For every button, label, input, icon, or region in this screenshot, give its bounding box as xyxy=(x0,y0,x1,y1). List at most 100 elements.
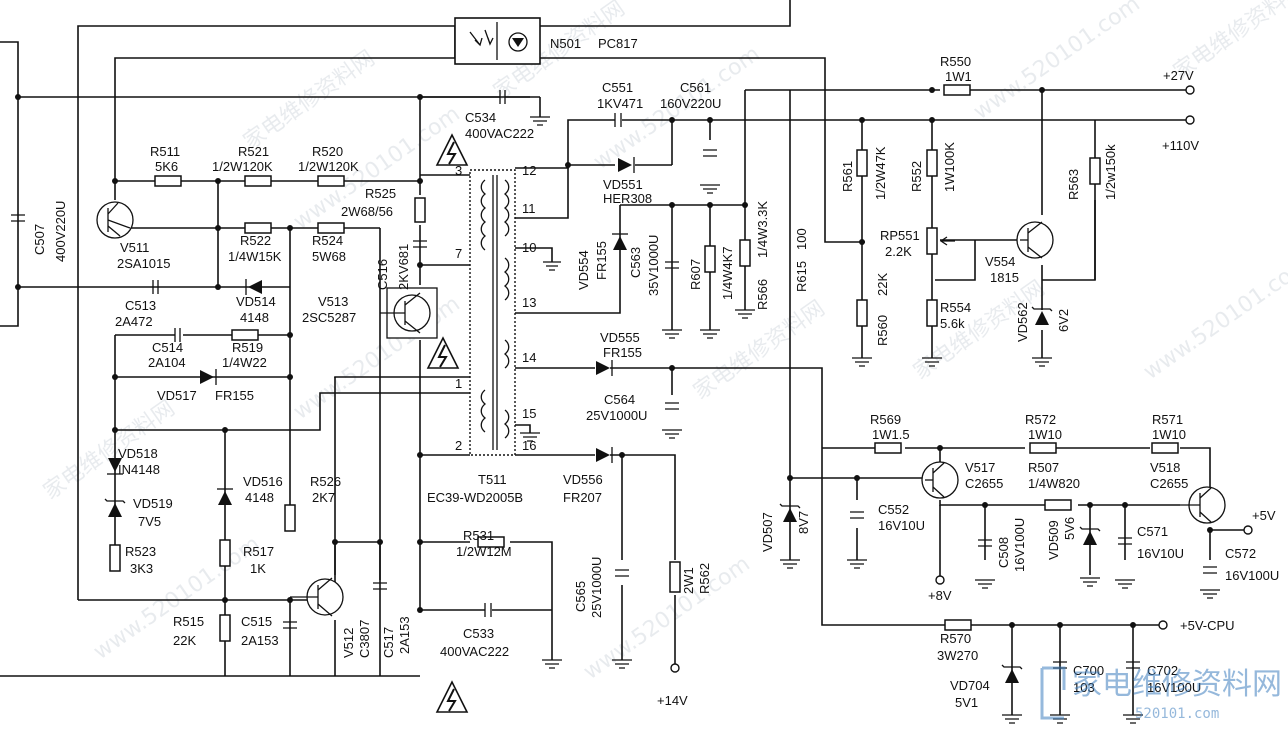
label-c516v: 2KV681 xyxy=(396,244,411,290)
component-labels: N501 PC817 R550 1W1 +27V +110V C551 1KV4… xyxy=(32,36,1279,710)
label-r569v: 1W1.5 xyxy=(872,427,910,442)
label-r571: R571 xyxy=(1152,412,1183,427)
capacitor-c551 xyxy=(614,113,622,127)
label-vd509: VD509 xyxy=(1046,520,1061,560)
resistor-r524 xyxy=(317,222,345,234)
label-vd554v: FR155 xyxy=(594,241,609,280)
label-c534: C534 xyxy=(465,110,496,125)
label-c551: C551 xyxy=(602,80,633,95)
label-r524v: 5W68 xyxy=(312,249,346,264)
optocoupler-n501 xyxy=(454,17,541,65)
label-r552: R552 xyxy=(909,161,924,192)
label-c571: C571 xyxy=(1137,524,1168,539)
label-r552v: 1W100K xyxy=(942,142,957,192)
resistor-r552 xyxy=(926,149,938,177)
label-c517: C517 xyxy=(381,627,396,658)
resistor-r569 xyxy=(874,442,902,454)
transistor-v518 xyxy=(1180,486,1226,524)
label-r525v: 2W68/56 xyxy=(341,204,393,219)
transformer-t511 xyxy=(469,169,516,456)
label-vd556: VD556 xyxy=(563,472,603,487)
transistors xyxy=(96,201,1226,617)
label-r523v: 3K3 xyxy=(130,561,153,576)
label-v513: V513 xyxy=(318,294,348,309)
label-c572: C572 xyxy=(1225,546,1256,561)
label-n501: N501 xyxy=(550,36,581,51)
label-vd562: VD562 xyxy=(1015,302,1030,342)
label-vd516v: 4148 xyxy=(245,490,274,505)
label-14v: +14V xyxy=(657,693,688,708)
label-c508v: 16V100U xyxy=(1012,518,1027,572)
terminals xyxy=(670,85,1253,673)
site-logo: 家电维修资料网 520101.com xyxy=(1040,666,1282,722)
label-r526v: 2K7 xyxy=(312,490,335,505)
label-r520: R520 xyxy=(312,144,343,159)
label-v517: V517 xyxy=(965,460,995,475)
resistor-r531 xyxy=(477,536,505,548)
resistor-r520 xyxy=(317,175,345,187)
label-vd507v: 8V7 xyxy=(796,511,811,534)
label-c533: C533 xyxy=(463,626,494,641)
watermark-text: 家电维修资料网 xyxy=(39,396,180,505)
capacitor-c565 xyxy=(615,569,629,577)
label-r522: R522 xyxy=(240,233,271,248)
resistor-r526 xyxy=(284,504,296,532)
label-r531v: 1/2W12M xyxy=(456,544,512,559)
watermark-url: www.520101.com xyxy=(969,0,1145,125)
label-c551v: 1KV471 xyxy=(597,96,643,111)
label-pin15: 15 xyxy=(522,406,536,421)
transformer-pin-labels: 12 11 10 13 14 15 16 3 7 1 2 xyxy=(455,163,536,453)
label-pin7: 7 xyxy=(455,246,462,261)
label-r572v: 1W10 xyxy=(1028,427,1062,442)
ground-symbols xyxy=(520,116,1220,724)
label-r563v: 1/2w150k xyxy=(1103,144,1118,200)
label-v554: V554 xyxy=(985,254,1015,269)
label-8v: +8V xyxy=(928,588,952,603)
label-r507v: 1/4W820 xyxy=(1028,476,1080,491)
label-pin10: 10 xyxy=(522,240,536,255)
resistor-r570 xyxy=(944,619,972,631)
resistor-r525 xyxy=(414,197,426,223)
label-c700v: 103 xyxy=(1073,680,1095,695)
label-vd514v: 4148 xyxy=(240,310,269,325)
diode-vd551 xyxy=(618,157,635,173)
label-r572: R572 xyxy=(1025,412,1056,427)
watermark-url: www.520101.com xyxy=(579,551,755,684)
diode-vd514 xyxy=(245,279,262,295)
terminal-110v xyxy=(1185,115,1195,125)
label-pc817: PC817 xyxy=(598,36,638,51)
label-r615: R615 xyxy=(794,261,809,292)
label-r520v: 1/2W120K xyxy=(298,159,359,174)
label-c702: C702 xyxy=(1147,663,1178,678)
logo-text-cn: 家电维修资料网 xyxy=(1072,667,1282,702)
label-v518: V518 xyxy=(1150,460,1180,475)
transistor-v513 xyxy=(380,287,438,339)
transistor-v511 xyxy=(96,201,134,239)
label-r569: R569 xyxy=(870,412,901,427)
capacitor-c515 xyxy=(283,621,297,629)
label-r615v: 100 xyxy=(794,228,809,250)
label-c508: C508 xyxy=(996,537,1011,568)
label-vd556v: FR207 xyxy=(563,490,602,505)
label-vd514: VD514 xyxy=(236,294,276,309)
label-r521: R521 xyxy=(238,144,269,159)
label-rp551v: 2.2K xyxy=(885,244,912,259)
label-r561v: 1/2W47K xyxy=(873,146,888,200)
label-c564: C564 xyxy=(604,392,635,407)
label-c552v: 16V10U xyxy=(878,518,925,533)
label-27v: +27V xyxy=(1163,68,1194,83)
label-c534v: 400VAC222 xyxy=(465,126,534,141)
capacitor-c564 xyxy=(665,402,679,410)
label-vd507: VD507 xyxy=(760,512,775,552)
label-vd519v: 7V5 xyxy=(138,514,161,529)
label-vd562v: 6V2 xyxy=(1056,309,1071,332)
transistor-v512 xyxy=(290,577,344,617)
label-vd518v: IN4148 xyxy=(118,462,160,477)
label-110v: +110V xyxy=(1162,138,1199,153)
label-r524: R524 xyxy=(312,233,343,248)
resistor-r522 xyxy=(244,222,272,234)
label-c513: C513 xyxy=(125,298,156,313)
label-c533v: 400VAC222 xyxy=(440,644,509,659)
resistors xyxy=(109,84,1179,642)
zener-vd519 xyxy=(104,498,126,517)
